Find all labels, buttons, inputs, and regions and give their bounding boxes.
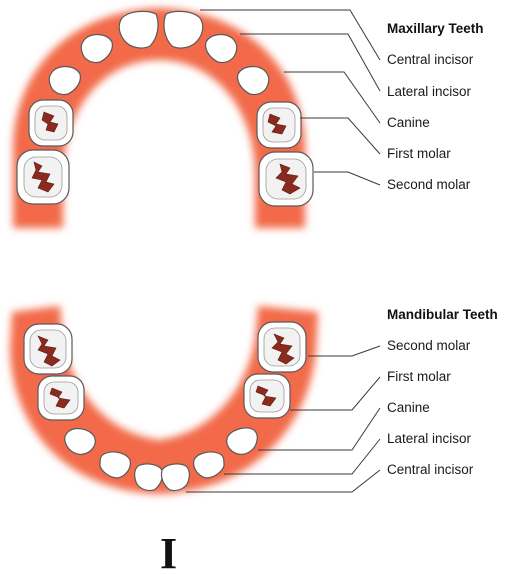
mandibular-arch [10, 306, 318, 494]
lower-second-molar-left [24, 324, 72, 374]
maxillary-label-lateral-incisor: Lateral incisor [387, 84, 472, 99]
mandibular-title: Mandibular Teeth [387, 307, 498, 322]
upper-first-molar-left [29, 100, 73, 146]
lower-central-incisor-right [161, 464, 189, 491]
figure-label: I [160, 529, 177, 574]
leader-upper-first-molar [300, 118, 380, 154]
lower-first-molar-right [244, 374, 290, 418]
maxillary-label-first-molar: First molar [387, 146, 451, 161]
maxillary-label-central-incisor: Central incisor [387, 52, 474, 67]
maxillary-label-second-molar: Second molar [387, 177, 471, 192]
mandibular-label-first-molar: First molar [387, 369, 451, 384]
maxillary-label-canine: Canine [387, 115, 430, 130]
mandibular-label-lateral-incisor: Lateral incisor [387, 431, 472, 446]
lower-second-molar-right [258, 322, 306, 372]
lower-central-incisor-left [135, 464, 163, 491]
upper-second-molar-left [17, 150, 69, 204]
upper-first-molar-right [257, 102, 301, 148]
maxillary-title: Maxillary Teeth [387, 21, 484, 36]
mandibular-label-canine: Canine [387, 400, 430, 415]
leader-upper-second-molar [314, 172, 380, 185]
lower-first-molar-left [38, 376, 84, 420]
upper-second-molar-right [259, 152, 313, 206]
maxillary-arch [13, 8, 313, 228]
mandibular-label-central-incisor: Central incisor [387, 462, 474, 477]
mandibular-label-second-molar: Second molar [387, 338, 471, 353]
leader-lower-second-molar [308, 346, 380, 356]
